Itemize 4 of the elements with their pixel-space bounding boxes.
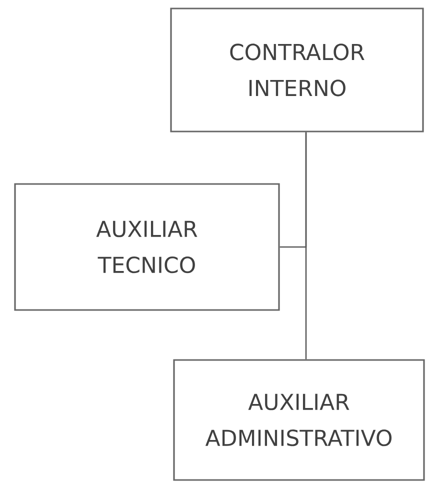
connector-line <box>305 132 307 360</box>
org-box: CONTRALOR INTERNO <box>170 8 424 132</box>
org-box: AUXILIAR ADMINISTRATIVO <box>173 359 425 481</box>
org-box: AUXILIAR TECNICO <box>14 183 280 311</box>
